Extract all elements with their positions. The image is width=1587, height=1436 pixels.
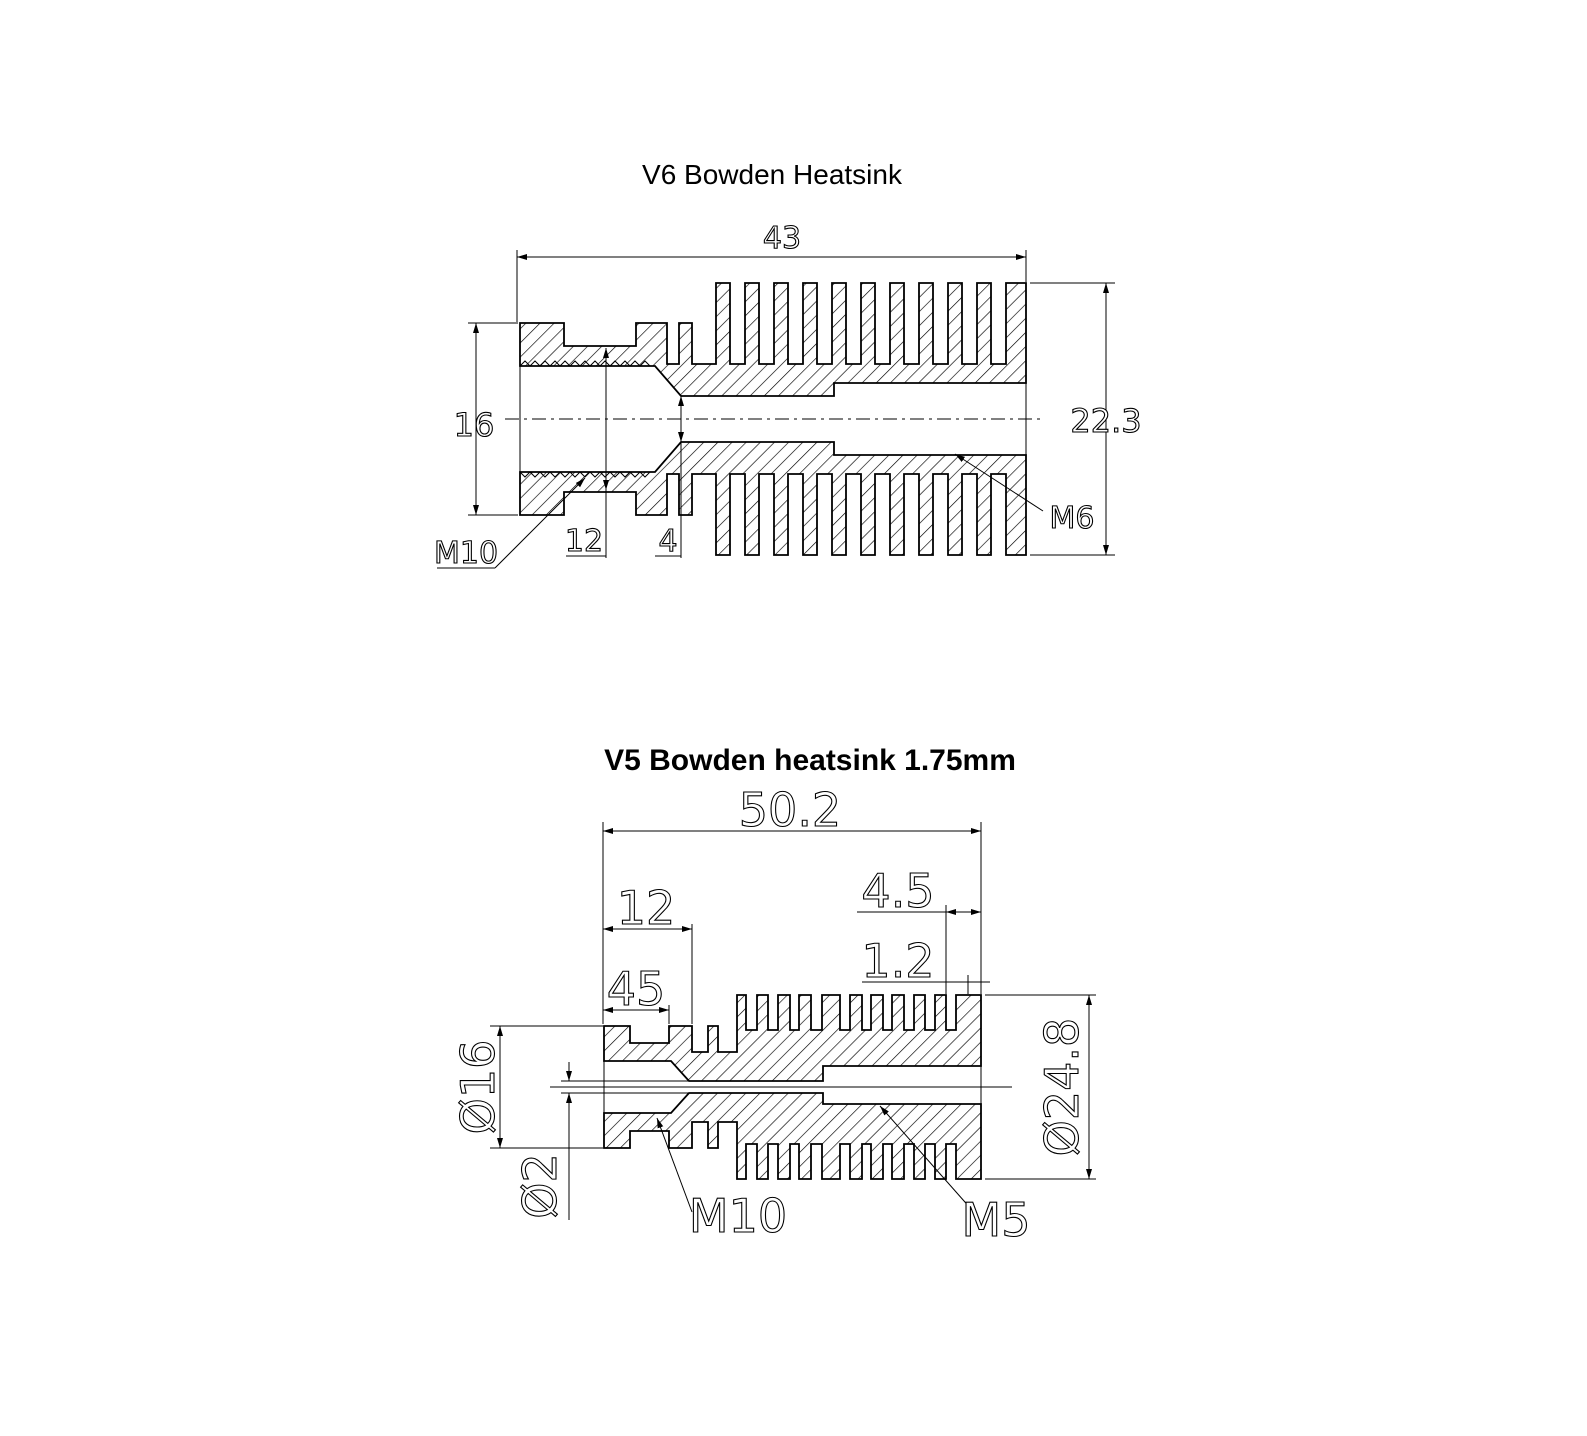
v5-title: V5 Bowden heatsink 1.75mm	[604, 744, 1016, 777]
v6-body-bottom	[519, 441, 1027, 556]
v5-m10-leader	[656, 1117, 693, 1213]
v6-od-label: 22.3	[1070, 402, 1141, 440]
v6-thread-top	[519, 360, 651, 367]
v6-m10-label: M10	[434, 536, 498, 571]
v5-drawing: V5 Bowden heatsink 1.75mm 50.2 12 45 4.5…	[450, 744, 1096, 1248]
v6-length-label: 43	[763, 221, 801, 256]
v6-title: V6 Bowden Heatsink	[642, 159, 903, 190]
v6-thread-length-label: 12	[565, 524, 603, 559]
v5-bore-label: Ø2	[513, 1153, 567, 1218]
v6-thread-bottom	[519, 471, 651, 478]
v5-od-label: Ø24.8	[1035, 1018, 1089, 1157]
v6-bore-label: 4	[658, 524, 677, 559]
v6-neck-label: 16	[454, 406, 495, 444]
v5-thread-length-label: 12	[617, 881, 676, 935]
v6-body-top	[519, 282, 1027, 397]
v6-drawing: V6 Bowden Heatsink 43 22.3 16 12	[433, 159, 1142, 572]
v5-length-label: 50.2	[739, 783, 841, 837]
v5-pitch-label: 4.5	[861, 864, 934, 918]
v5-groove-label: 45	[607, 962, 666, 1016]
v5-body-top	[603, 994, 982, 1082]
v5-m10-label: M10	[689, 1189, 787, 1243]
v6-m6-label: M6	[1050, 501, 1095, 536]
v6-m10-leader	[494, 477, 586, 569]
v5-body-bottom	[603, 1092, 982, 1180]
v6-m6-leader	[954, 453, 1044, 512]
v5-gap-label: 1.2	[861, 934, 934, 988]
v5-neck-label: Ø16	[451, 1040, 505, 1135]
v5-m5-label: M5	[962, 1193, 1031, 1247]
v5-m5-leader	[879, 1105, 973, 1211]
